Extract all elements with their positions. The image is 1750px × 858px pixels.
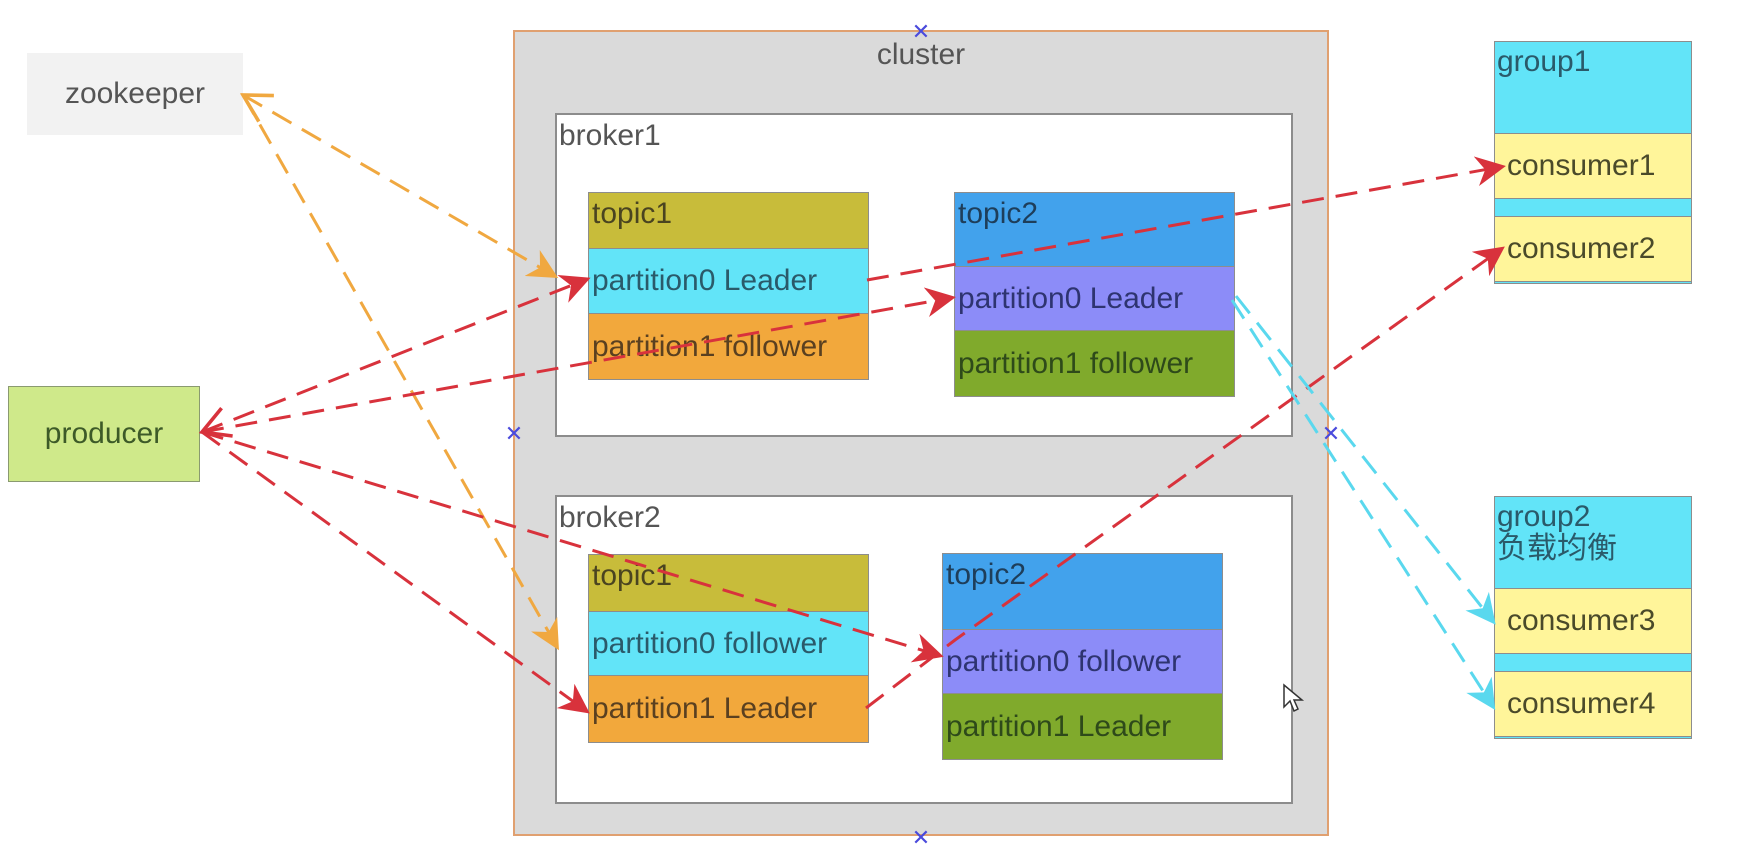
group1-label: group1 xyxy=(1497,45,1591,78)
topic-header: topic1 xyxy=(589,555,868,611)
broker2-topic1[interactable]: topic1 partition0 follower partition1 Le… xyxy=(588,554,869,743)
group1-container[interactable]: group1 consumer1 consumer2 xyxy=(1494,41,1692,284)
arrow-zookeeper-broker1 xyxy=(243,95,553,275)
broker1-container[interactable]: broker1 topic1 partition0 Leader partiti… xyxy=(555,113,1293,437)
group2-sublabel: 负载均衡 xyxy=(1497,532,1617,565)
broker1-label: broker1 xyxy=(559,119,661,152)
zookeeper-node[interactable]: zookeeper xyxy=(27,53,243,135)
consumer1-node[interactable]: consumer1 xyxy=(1495,133,1691,199)
consumer3-node[interactable]: consumer3 xyxy=(1495,588,1691,654)
partition-cell[interactable]: partition0 Leader xyxy=(589,248,868,313)
group2-header: group2 负载均衡 xyxy=(1495,497,1691,588)
group2-label: group2 xyxy=(1497,500,1591,533)
arrow-zookeeper-broker2 xyxy=(241,94,559,651)
partition-cell[interactable]: partition0 follower xyxy=(589,611,868,675)
partition-cell[interactable]: partition1 Leader xyxy=(589,675,868,742)
producer-node[interactable]: producer xyxy=(8,386,200,482)
cluster-label: cluster xyxy=(876,38,966,71)
group-divider xyxy=(1495,654,1691,671)
broker1-topic2[interactable]: topic2 partition0 Leader partition1 foll… xyxy=(954,192,1235,397)
topic-header: topic1 xyxy=(589,193,868,248)
resize-handle-right-icon[interactable]: ✕ xyxy=(1321,421,1341,446)
group-divider xyxy=(1495,199,1691,216)
partition-cell[interactable]: partition1 follower xyxy=(955,330,1234,396)
resize-handle-top-icon[interactable]: ✕ xyxy=(911,19,931,44)
resize-handle-left-icon[interactable]: ✕ xyxy=(504,421,524,446)
partition-cell[interactable]: partition1 Leader xyxy=(943,693,1222,759)
zookeeper-label: zookeeper xyxy=(64,77,206,110)
topic-header: topic2 xyxy=(943,554,1222,629)
group2-container[interactable]: group2 负载均衡 consumer3 consumer4 xyxy=(1494,496,1692,739)
partition-cell[interactable]: partition0 Leader xyxy=(955,266,1234,330)
broker2-label: broker2 xyxy=(559,501,661,534)
broker2-container[interactable]: broker2 topic1 partition0 follower parti… xyxy=(555,495,1293,804)
partition-cell[interactable]: partition1 follower xyxy=(589,313,868,379)
mouse-cursor-icon xyxy=(1283,683,1305,713)
cluster-container[interactable]: cluster broker1 topic1 partition0 Leader… xyxy=(513,30,1329,836)
resize-handle-bottom-icon[interactable]: ✕ xyxy=(911,825,931,850)
producer-label: producer xyxy=(44,417,164,450)
topic-header: topic2 xyxy=(955,193,1234,266)
partition-cell[interactable]: partition0 follower xyxy=(943,629,1222,693)
consumer4-node[interactable]: consumer4 xyxy=(1495,671,1691,737)
broker1-topic1[interactable]: topic1 partition0 Leader partition1 foll… xyxy=(588,192,869,380)
broker2-topic2[interactable]: topic2 partition0 follower partition1 Le… xyxy=(942,553,1223,760)
consumer2-node[interactable]: consumer2 xyxy=(1495,216,1691,282)
group1-header: group1 xyxy=(1495,42,1691,133)
